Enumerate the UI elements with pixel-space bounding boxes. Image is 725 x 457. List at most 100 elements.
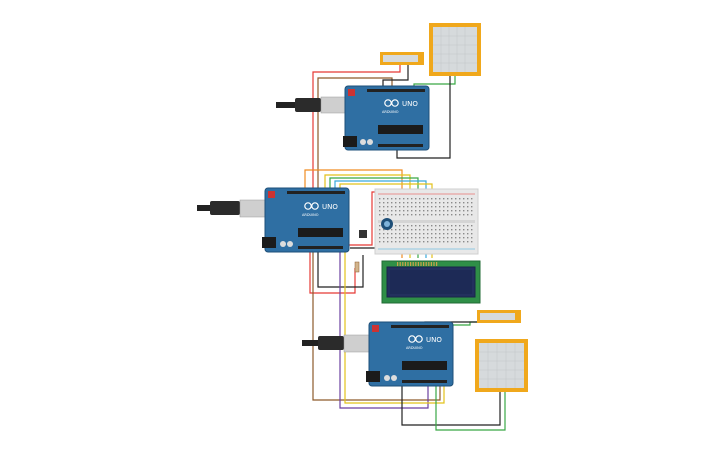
breadboard-hole [399, 233, 401, 235]
board-body-middle [264, 187, 350, 253]
breadboard-hole [435, 233, 437, 235]
lcd-pin [415, 262, 417, 266]
breadboard-hole [407, 214, 409, 216]
breadboard-hole [467, 210, 469, 212]
breadboard-hole [411, 210, 413, 212]
breadboard-hole [423, 202, 425, 204]
breadboard-hole [447, 233, 449, 235]
breadboard-hole [419, 233, 421, 235]
breadboard-hole [419, 225, 421, 227]
breadboard-hole [467, 214, 469, 216]
breadboard-hole [415, 202, 417, 204]
force-sensor-bottom[interactable] [475, 339, 528, 392]
breadboard-hole [451, 229, 453, 231]
breadboard-hole [427, 237, 429, 239]
breadboard-hole [391, 198, 393, 200]
wire-brown-top [317, 77, 393, 190]
breadboard-hole [387, 206, 389, 208]
wires [304, 63, 506, 431]
force-sensor-top[interactable] [429, 23, 481, 76]
breadboard-hole [431, 198, 433, 200]
breadboard-hole [451, 225, 453, 227]
breadboard-hole [411, 202, 413, 204]
breadboard-hole [423, 237, 425, 239]
breadboard-hole [435, 237, 437, 239]
breadboard-hole [455, 225, 457, 227]
reset-button-middle[interactable] [268, 191, 275, 198]
breadboard-hole [443, 210, 445, 212]
breadboard-hole [463, 225, 465, 227]
flex-sensor-top[interactable] [380, 52, 424, 65]
lcd-pin [397, 262, 399, 266]
breadboard-hole [415, 241, 417, 243]
breadboard-hole [411, 206, 413, 208]
breadboard-hole [451, 202, 453, 204]
breadboard-hole [415, 237, 417, 239]
breadboard-hole [427, 233, 429, 235]
breadboard-hole [431, 229, 433, 231]
breadboard-hole [451, 206, 453, 208]
breadboard-hole [407, 210, 409, 212]
reset-button-top[interactable] [348, 89, 355, 96]
breadboard-hole [435, 206, 437, 208]
breadboard-hole [387, 233, 389, 235]
breadboard-hole [443, 214, 445, 216]
breadboard-hole [391, 202, 393, 204]
flex-sensor-bottom[interactable] [477, 310, 521, 323]
arduino-bottom[interactable]: UNO ARDUINO [302, 321, 454, 387]
lcd-pins [397, 262, 438, 266]
breadboard-hole [411, 225, 413, 227]
breadboard-hole [403, 237, 405, 239]
breadboard-hole [431, 202, 433, 204]
breadboard-hole [431, 233, 433, 235]
breadboard-hole [463, 206, 465, 208]
breadboard-hole [407, 202, 409, 204]
breadboard-hole [423, 206, 425, 208]
breadboard-hole [415, 206, 417, 208]
breadboard-hole [403, 202, 405, 204]
arduino-middle[interactable]: UNO ARDUINO [197, 187, 350, 253]
usb-plug-bottom [318, 336, 344, 350]
board-label-middle: UNO [322, 203, 338, 211]
wire-red-loop [309, 250, 356, 294]
breadboard-hole [383, 214, 385, 216]
breadboard-hole [467, 241, 469, 243]
breadboard-hole [399, 206, 401, 208]
breadboard-hole [459, 229, 461, 231]
arduino-top[interactable]: UNO ARDUINO [276, 85, 430, 151]
sensor-grid-top [433, 27, 477, 72]
breadboard-hole [411, 237, 413, 239]
usb-port-top [320, 96, 348, 114]
breadboard-hole [399, 237, 401, 239]
breadboard-hole [431, 206, 433, 208]
breadboard-hole [447, 241, 449, 243]
infinity-logo-top [384, 99, 399, 107]
breadboard-hole [431, 214, 433, 216]
breadboard-hole [391, 237, 393, 239]
usb-plug-middle [210, 201, 240, 215]
breadboard-hole [379, 206, 381, 208]
breadboard-hole [427, 198, 429, 200]
breadboard-hole [383, 229, 385, 231]
breadboard-hole [447, 198, 449, 200]
breadboard-hole [467, 206, 469, 208]
breadboard-hole [439, 233, 441, 235]
breadboard-hole [435, 214, 437, 216]
breadboard-hole [455, 233, 457, 235]
breadboard-hole [423, 229, 425, 231]
breadboard-hole [411, 241, 413, 243]
breadboard-hole [447, 210, 449, 212]
breadboard-hole [415, 198, 417, 200]
potentiometer[interactable] [381, 218, 393, 230]
breadboard-hole [443, 237, 445, 239]
wire-purple-bottom [339, 250, 429, 409]
reset-button-bottom[interactable] [372, 325, 379, 332]
breadboard-hole [451, 214, 453, 216]
pushbutton[interactable] [359, 230, 367, 238]
breadboard-hole [427, 202, 429, 204]
breadboard-hole [411, 198, 413, 200]
power-jack-bottom [366, 371, 380, 382]
usb-port-middle [239, 199, 269, 218]
breadboard-hole [419, 202, 421, 204]
breadboard-hole [463, 198, 465, 200]
